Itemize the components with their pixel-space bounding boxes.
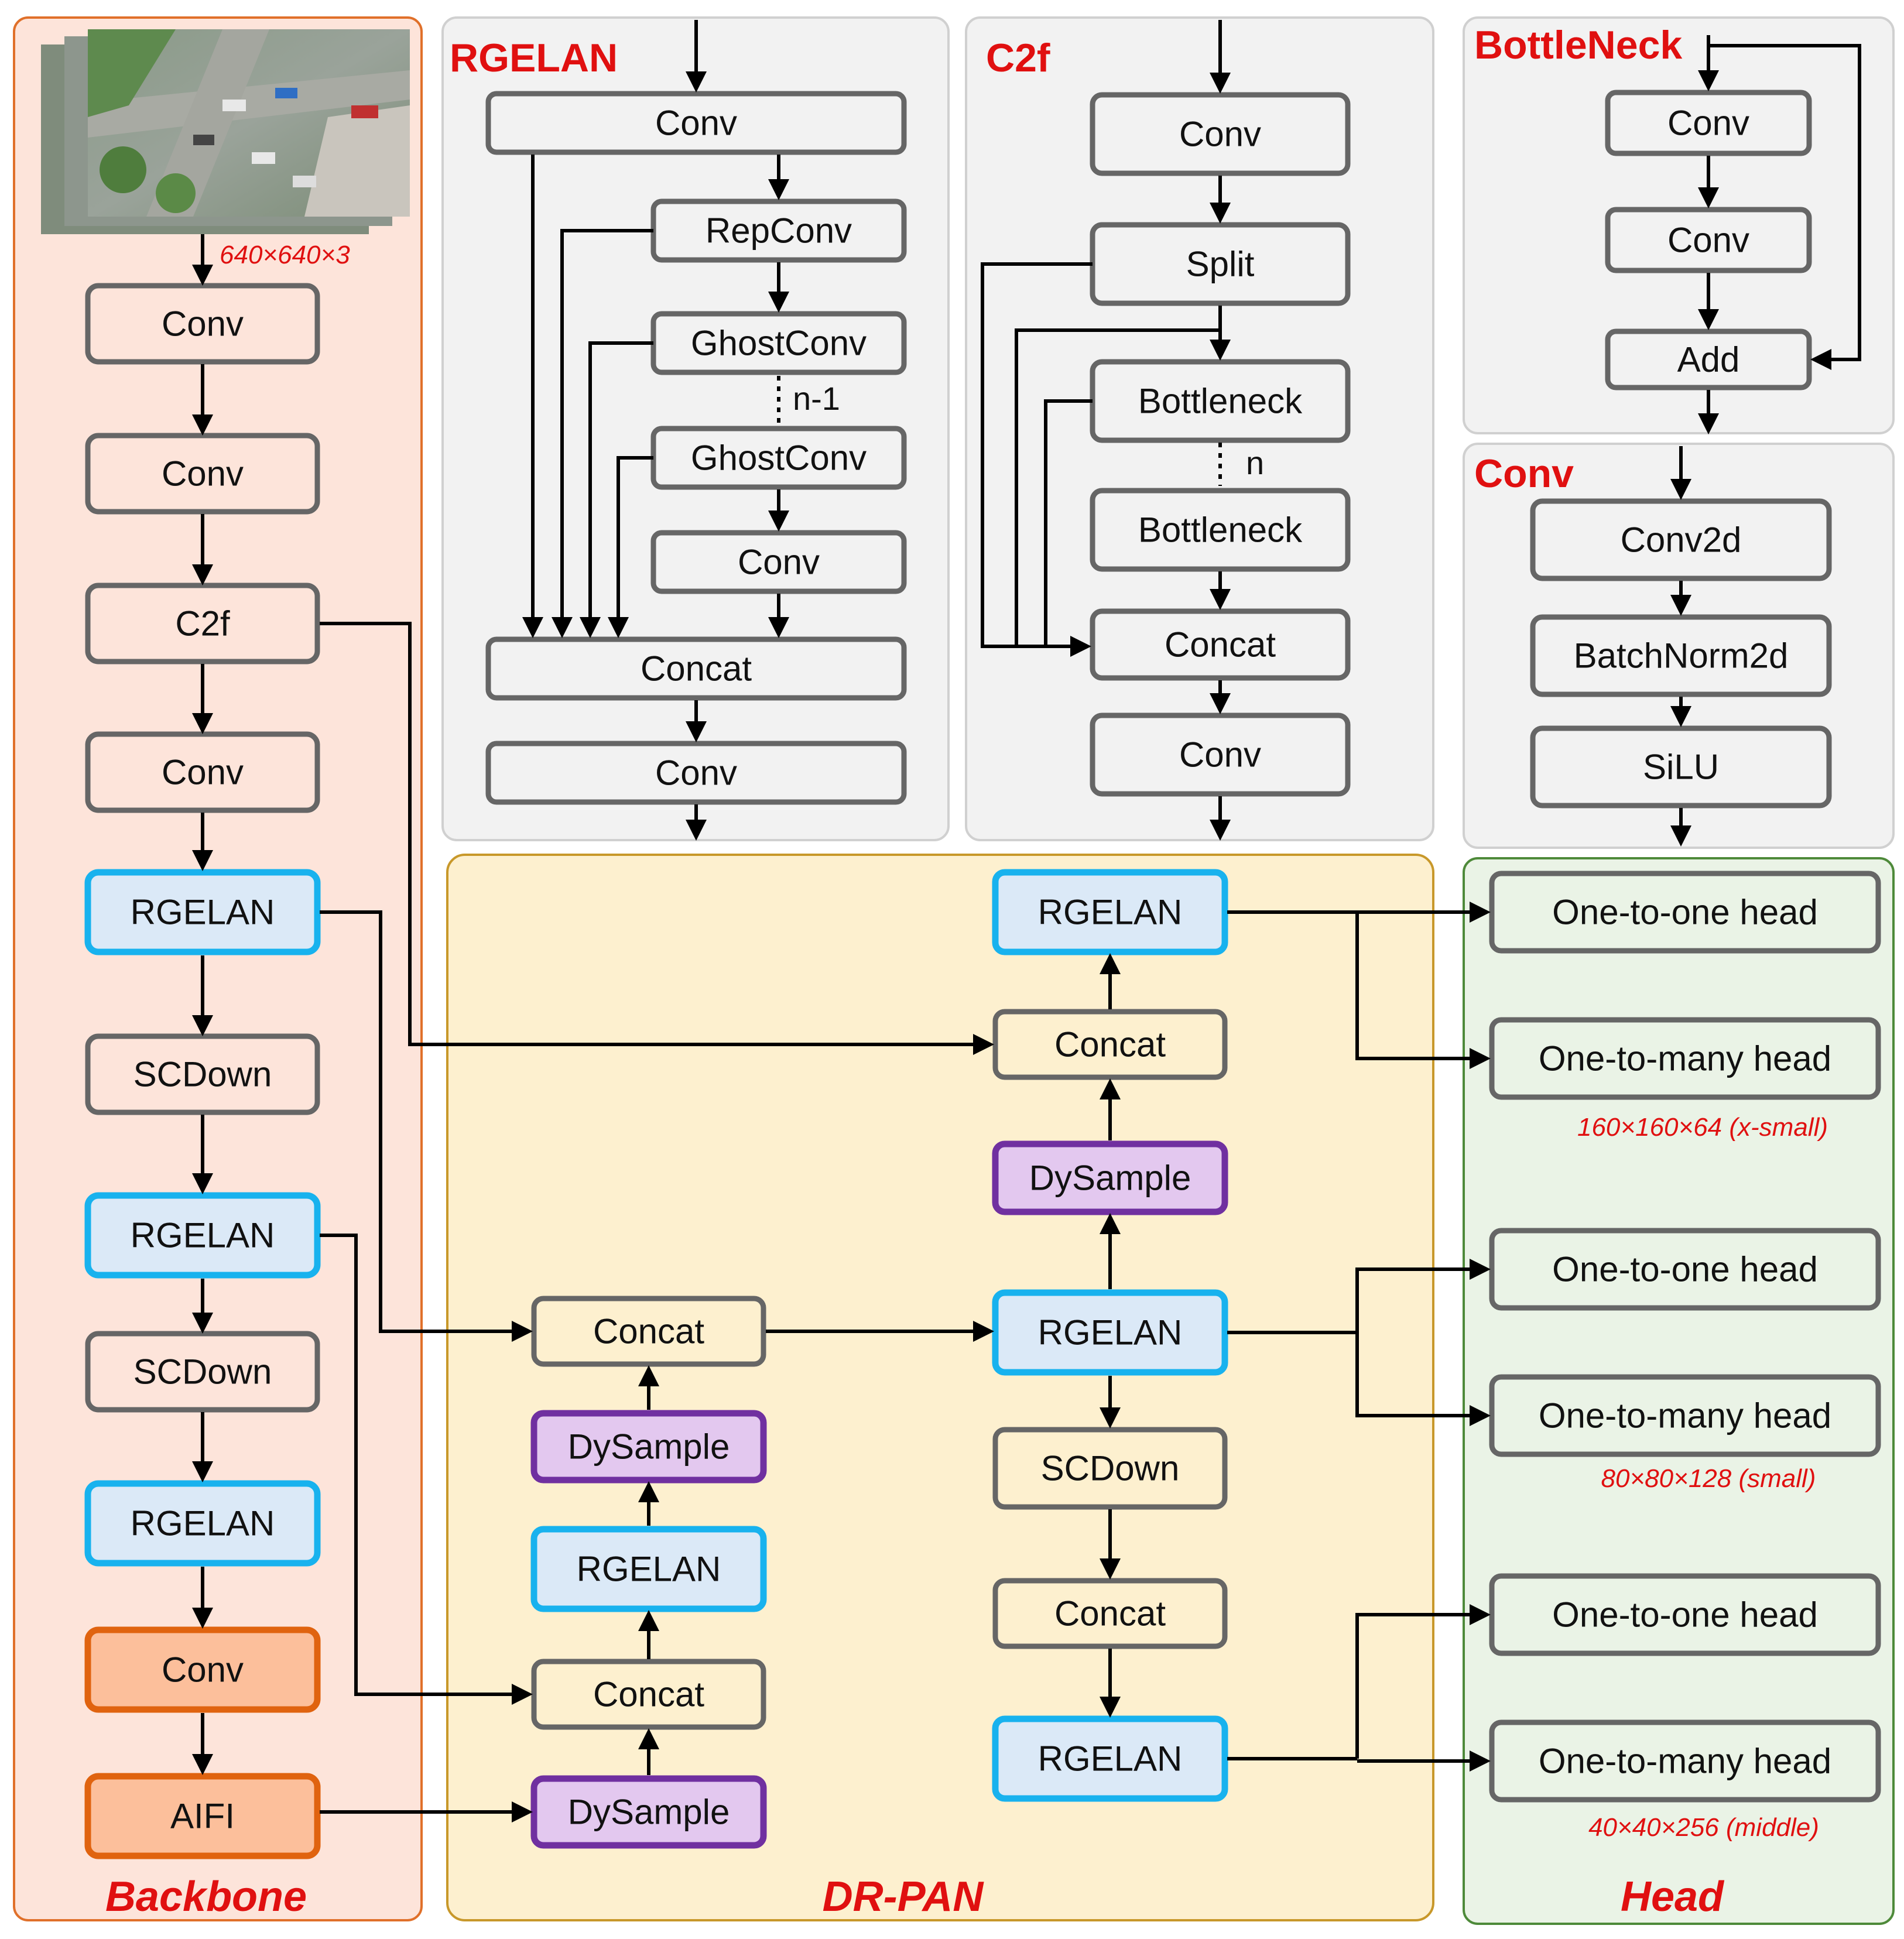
drpan-right-column: RGELAN Concat DySample RGELAN SCDown Con… xyxy=(992,869,1228,1802)
backbone-block-3: C2f xyxy=(175,604,230,643)
backbone-block-4: Conv xyxy=(162,753,244,792)
backbone-block-5: RGELAN xyxy=(131,893,275,932)
c2f-module-block-5: Concat xyxy=(1165,625,1276,664)
backbone-block-10: Conv xyxy=(162,1650,244,1690)
rgelan-module-block-3: GhostConv xyxy=(691,324,867,363)
drpan-arrows xyxy=(638,953,1121,1775)
c2f-module-block-1: Conv xyxy=(1179,115,1261,154)
bottleneck-module-block-3: Add xyxy=(1677,340,1740,379)
backbone-to-drpan-connections xyxy=(320,622,994,1822)
drpan-right-block-4: RGELAN xyxy=(1038,1313,1183,1352)
conv-module-block-1: Conv2d xyxy=(1621,520,1742,560)
c2f-module-block-3: Bottleneck xyxy=(1138,382,1303,421)
drpan-panel xyxy=(446,854,1434,1921)
rgelan-module-block-1: Conv xyxy=(655,104,737,143)
rgelan-module-blocks: Conv RepConv GhostConv GhostConv Conv Co… xyxy=(485,91,907,805)
head-one-to-many-1: One-to-many head xyxy=(1539,1039,1831,1078)
c2f-module-block-2: Split xyxy=(1186,245,1255,284)
drpan-right-block-3: DySample xyxy=(1029,1159,1191,1198)
head-blocks: One-to-one head One-to-many head One-to-… xyxy=(1489,871,1881,1803)
bottleneck-module-blocks: Conv Conv Add xyxy=(1605,90,1812,390)
bottleneck-module-title: BottleNeck xyxy=(1474,23,1682,67)
drpan-left-block-3: RGELAN xyxy=(577,1550,721,1589)
head-one-to-many-2: One-to-many head xyxy=(1539,1396,1831,1436)
backbone-block-1: Conv xyxy=(162,304,244,344)
backbone-label: Backbone xyxy=(105,1873,307,1920)
c2f-module-blocks: Conv Split Bottleneck Bottleneck Concat … xyxy=(1090,92,1351,797)
rgelan-module-arrows xyxy=(522,20,789,841)
drpan-right-block-6: Concat xyxy=(1054,1594,1166,1633)
backbone-block-7: RGELAN xyxy=(131,1216,275,1255)
drpan-right-block-5: SCDown xyxy=(1041,1449,1180,1488)
backbone-block-9: RGELAN xyxy=(131,1504,275,1543)
c2f-module-block-6: Conv xyxy=(1179,735,1261,775)
head-one-to-one-1: One-to-one head xyxy=(1552,893,1818,932)
drpan-left-column: Concat DySample RGELAN Concat DySample xyxy=(530,1296,767,1849)
rgelan-module-block-5: Conv xyxy=(738,543,820,582)
rgelan-module-block-4: GhostConv xyxy=(691,438,867,478)
drpan-to-head-connections xyxy=(1227,902,1491,1772)
conv-module-block-3: SiLU xyxy=(1643,748,1719,787)
rgelan-module-block-2: RepConv xyxy=(706,211,852,251)
rgelan-module-title: RGELAN xyxy=(450,36,618,80)
input-image xyxy=(41,29,410,234)
conv-module-title: Conv xyxy=(1474,451,1574,496)
conv-module-blocks: Conv2d BatchNorm2d SiLU xyxy=(1530,498,1832,809)
drpan-left-block-5: DySample xyxy=(568,1793,730,1832)
head-dims-2: 80×80×128 (small) xyxy=(1601,1464,1816,1493)
backbone-blocks: Conv Conv C2f Conv RGELAN SCDown RGELAN … xyxy=(84,283,321,1859)
backbone-block-2: Conv xyxy=(162,454,244,494)
drpan-right-block-1: RGELAN xyxy=(1038,893,1183,932)
drpan-left-block-1: Concat xyxy=(593,1312,704,1351)
drpan-left-block-2: DySample xyxy=(568,1427,730,1467)
drpan-left-block-4: Concat xyxy=(593,1675,704,1714)
drpan-label: DR-PAN xyxy=(823,1873,985,1920)
backbone-block-6: SCDown xyxy=(133,1055,272,1094)
c2f-module-block-4: Bottleneck xyxy=(1138,511,1303,550)
bottleneck-module-block-2: Conv xyxy=(1667,221,1749,260)
head-label: Head xyxy=(1621,1873,1725,1920)
drpan-right-block-2: Concat xyxy=(1054,1025,1166,1064)
input-dims: 640×640×3 xyxy=(220,241,350,269)
c2f-module-title: C2f xyxy=(986,36,1050,80)
conv-module-block-2: BatchNorm2d xyxy=(1574,636,1789,676)
bottleneck-module-block-1: Conv xyxy=(1667,104,1749,143)
rgelan-module-block-7: Conv xyxy=(655,753,737,793)
drpan-right-block-7: RGELAN xyxy=(1038,1739,1183,1779)
head-one-to-many-3: One-to-many head xyxy=(1539,1742,1831,1781)
bottleneck-module-arrows xyxy=(1698,35,1861,434)
rgelan-module-block-6: Concat xyxy=(641,649,752,688)
backbone-block-11: AIFI xyxy=(170,1797,235,1836)
head-one-to-one-2: One-to-one head xyxy=(1552,1250,1818,1289)
backbone-block-8: SCDown xyxy=(133,1352,272,1392)
c2f-repeat-label: n xyxy=(1246,444,1264,481)
head-dims-3: 40×40×256 (middle) xyxy=(1588,1813,1819,1842)
c2f-module-arrows xyxy=(981,20,1231,841)
head-dims-1: 160×160×64 (x-small) xyxy=(1577,1113,1828,1142)
head-one-to-one-3: One-to-one head xyxy=(1552,1595,1818,1635)
rgelan-repeat-label: n-1 xyxy=(793,380,840,417)
